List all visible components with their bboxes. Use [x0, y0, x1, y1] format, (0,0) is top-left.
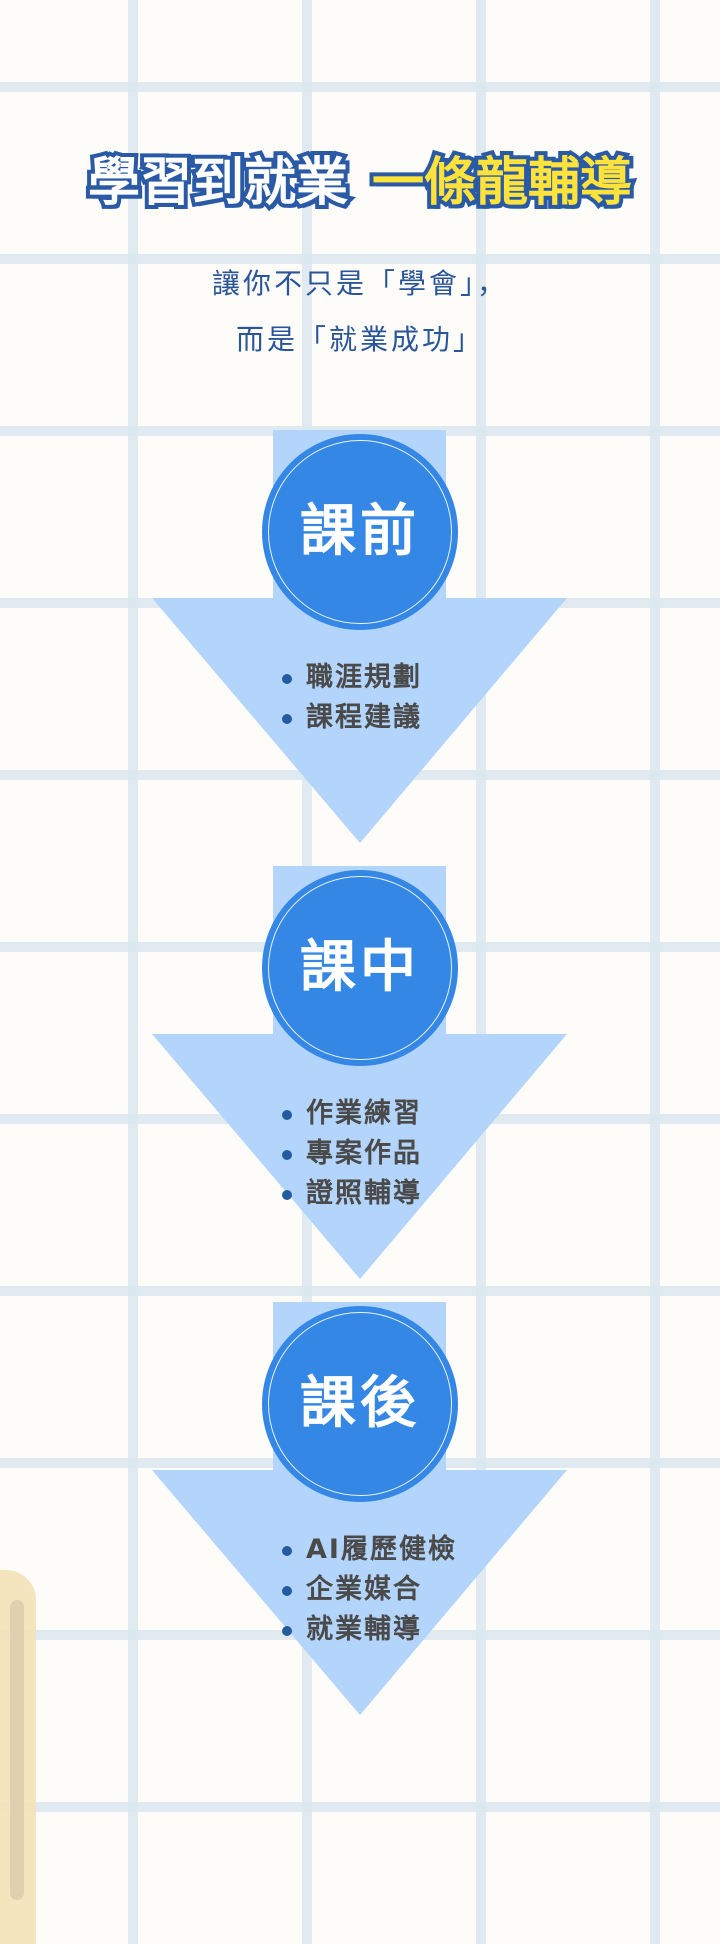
title-part2: 一條龍輔導	[368, 149, 636, 217]
list-item: AI履歷健檢	[282, 1530, 457, 1570]
page-title: 學習到就業一條龍輔導	[60, 140, 660, 217]
stage-label: 課中	[300, 935, 420, 1000]
list-item: 就業輔導	[282, 1610, 457, 1650]
down-arrow-shape	[152, 866, 567, 1279]
stage-items: 職涯規劃 課程建議	[282, 658, 422, 738]
stage-items: AI履歷健檢 企業媒合 就業輔導	[282, 1530, 457, 1650]
list-item: 企業媒合	[282, 1570, 457, 1610]
subtitle-line1: 讓你不只是「學會」，	[211, 267, 508, 300]
stage-items: 作業練習 專案作品 證照輔導	[282, 1094, 422, 1214]
person-shoulder-shadow	[10, 1600, 24, 1900]
stage-before-class: 課前 職涯規劃 課程建議	[0, 430, 720, 850]
list-item: 職涯規劃	[282, 658, 422, 698]
list-item: 證照輔導	[282, 1174, 422, 1214]
list-item: 專案作品	[282, 1134, 422, 1174]
stage-during-class: 課中 作業練習 專案作品 證照輔導	[0, 866, 720, 1286]
stage-circle: 課中	[262, 870, 458, 1066]
down-arrow-shape	[152, 430, 567, 843]
stage-after-class: 課後 AI履歷健檢 企業媒合 就業輔導	[0, 1302, 720, 1722]
stage-circle: 課後	[262, 1306, 458, 1502]
stage-circle: 課前	[262, 434, 458, 630]
down-arrow-shape	[152, 1302, 567, 1715]
list-item: 作業練習	[282, 1094, 422, 1134]
stage-label: 課後	[300, 1371, 420, 1436]
stage-label: 課前	[300, 499, 420, 564]
title-part1: 學習到就業	[84, 149, 352, 217]
subtitle-line2: 而是「就業成功」	[235, 323, 484, 356]
list-item: 課程建議	[282, 698, 422, 738]
